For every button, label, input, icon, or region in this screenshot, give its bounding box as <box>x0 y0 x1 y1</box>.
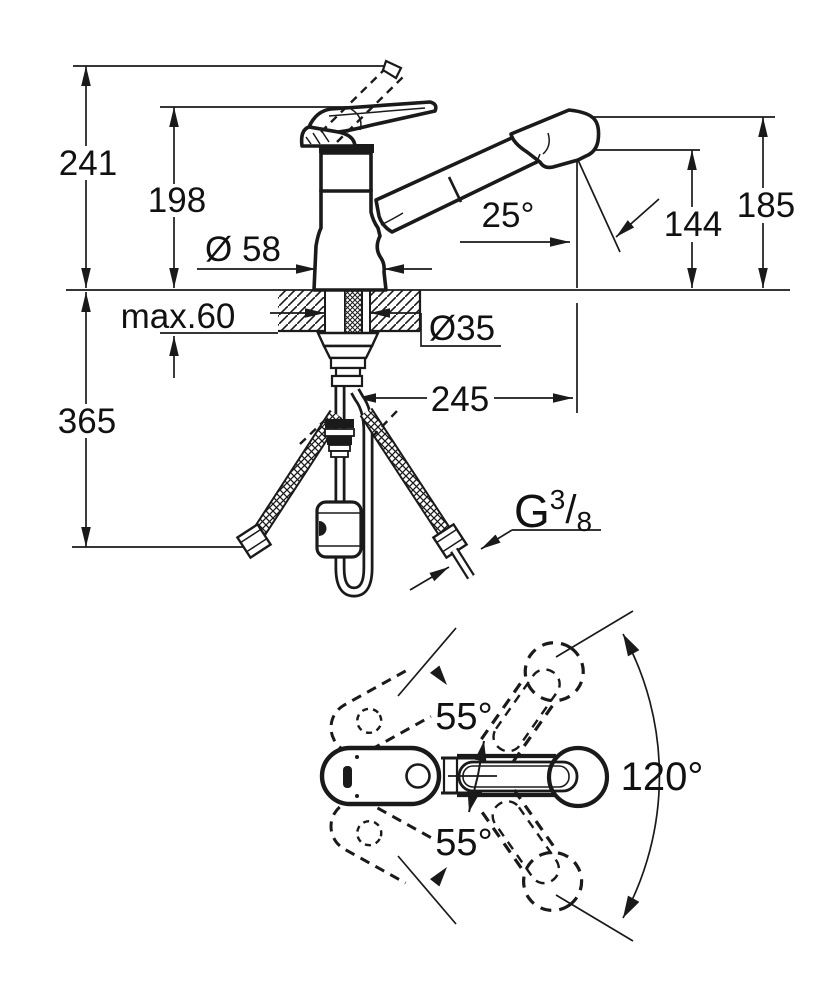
hose-connector <box>324 419 355 458</box>
hose-continuation-dashes <box>299 410 398 445</box>
label-overall-height: 241 <box>59 144 117 183</box>
pullout-hose <box>334 386 374 598</box>
label-below-deck-depth: 365 <box>58 402 116 441</box>
lever-handle <box>299 100 438 148</box>
faucet-plan <box>319 745 610 809</box>
raised-handle-dashed <box>320 59 405 143</box>
label-swivel-upper: 55° <box>435 696 492 738</box>
supply-hose-right <box>359 407 475 580</box>
label-spout-reach: 245 <box>431 380 489 419</box>
spray-head <box>509 108 601 170</box>
label-swivel-total: 120° <box>621 755 704 799</box>
side-view-labels: 241 198 Ø 58 max.60 365 Ø35 245 25° 144 … <box>55 144 800 537</box>
faucet-body <box>312 188 388 292</box>
swivel-position-lower <box>480 789 584 913</box>
cartridge-cap <box>405 763 431 789</box>
label-spout-angle: 25° <box>482 196 535 235</box>
label-head-top-height: 185 <box>737 186 795 225</box>
supply-hose-left <box>235 409 343 560</box>
label-outlet-height: 144 <box>664 205 722 244</box>
angle-dimensions <box>397 610 661 942</box>
body-collar <box>319 144 374 153</box>
label-thread-size: G3/8 <box>514 484 592 537</box>
label-hole-diameter: Ø35 <box>429 309 495 348</box>
mounting-shank <box>316 286 380 388</box>
label-base-diameter: Ø 58 <box>205 230 281 269</box>
top-view-labels: 55° 55° 120° <box>435 696 703 864</box>
label-deck-thickness: max.60 <box>121 297 236 336</box>
top-view: 55° 55° 120° <box>319 610 703 942</box>
hose-weight <box>315 500 363 559</box>
handle-position-lower <box>329 798 432 885</box>
side-view: 241 198 Ø 58 max.60 365 Ø35 245 25° 144 … <box>55 59 800 598</box>
label-swivel-lower: 55° <box>435 822 492 864</box>
reference-lines <box>66 65 790 548</box>
faucet-body-upper <box>319 151 373 193</box>
label-spout-height: 198 <box>148 181 206 220</box>
